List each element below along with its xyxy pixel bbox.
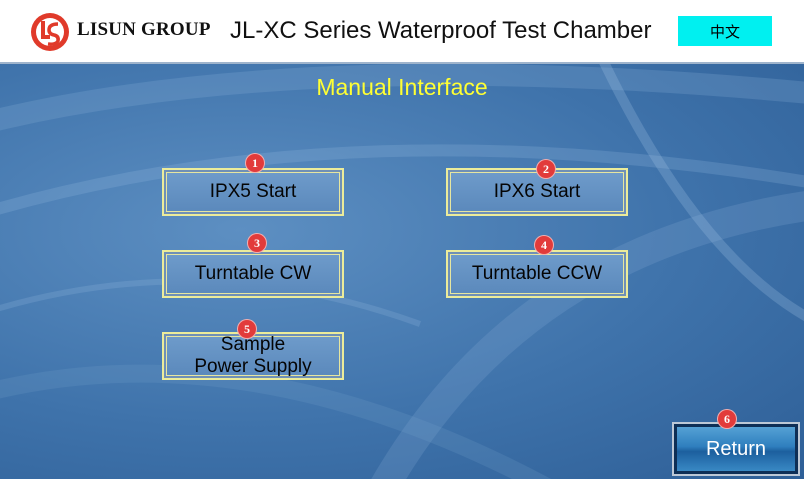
language-button[interactable]: 中文: [678, 16, 772, 46]
ipx6-start-label: IPX6 Start: [493, 181, 581, 202]
callout-badge-4: 4: [535, 236, 553, 254]
background-swirls: [0, 64, 804, 479]
callout-badge-1: 1: [246, 154, 264, 172]
turntable-cw-button[interactable]: Turntable CW: [162, 250, 344, 298]
sample-power-supply-label-line1: Sample: [220, 334, 286, 355]
callout-badge-5: 5: [238, 320, 256, 338]
turntable-ccw-button[interactable]: Turntable CCW: [446, 250, 628, 298]
lisun-logo-icon: [31, 13, 69, 51]
brand-name: LISUN GROUP: [77, 19, 211, 40]
main-panel: Manual Interface IPX5 Start 1 IPX6 Start…: [0, 64, 804, 479]
header-bar: LISUN GROUP JL-XC Series Waterproof Test…: [0, 0, 804, 64]
callout-badge-6: 6: [718, 410, 736, 428]
app-title: JL-XC Series Waterproof Test Chamber: [230, 17, 652, 44]
ipx5-start-label: IPX5 Start: [209, 181, 297, 202]
turntable-ccw-label: Turntable CCW: [471, 263, 603, 284]
sample-power-supply-button[interactable]: Sample Power Supply: [162, 332, 344, 380]
turntable-cw-label: Turntable CW: [194, 263, 312, 284]
callout-badge-3: 3: [248, 234, 266, 252]
ipx5-start-button[interactable]: IPX5 Start: [162, 168, 344, 216]
ipx6-start-button[interactable]: IPX6 Start: [446, 168, 628, 216]
return-button[interactable]: Return: [672, 422, 800, 476]
callout-badge-2: 2: [537, 160, 555, 178]
sample-power-supply-label-line2: Power Supply: [194, 356, 312, 377]
page-title: Manual Interface: [316, 74, 488, 100]
